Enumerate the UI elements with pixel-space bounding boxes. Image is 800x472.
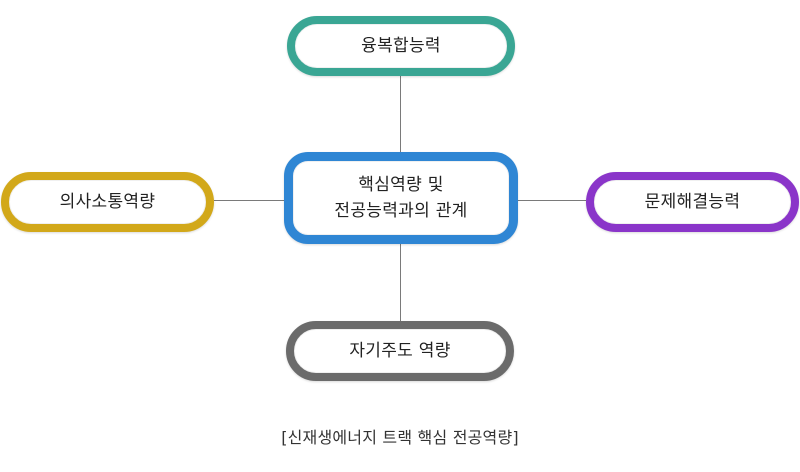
connector-left [214,200,284,201]
node-self-directed-competency: 자기주도 역량 [286,321,514,381]
center-label-line2: 전공능력과의 관계 [334,201,468,221]
node-label: 융복합능력 [361,35,441,56]
diagram-caption: [신재생에너지 트랙 핵심 전공역량] [281,428,519,447]
node-label: 의사소통역량 [59,191,156,212]
connector-top [400,76,401,152]
connector-right [518,200,586,201]
node-problem-solving-ability: 문제해결능력 [586,172,799,232]
node-label: 자기주도 역량 [349,340,451,361]
node-core-competency-center: 핵심역량 및 전공능력과의 관계 [284,152,518,244]
node-convergence-ability: 융복합능력 [287,16,515,76]
node-label: 문제해결능력 [644,191,741,212]
center-label-group: 핵심역량 및 전공능력과의 관계 [334,172,467,225]
node-communication-competency: 의사소통역량 [1,172,214,232]
connector-bottom [400,244,401,321]
center-label-line1: 핵심역량 및 [358,174,444,195]
